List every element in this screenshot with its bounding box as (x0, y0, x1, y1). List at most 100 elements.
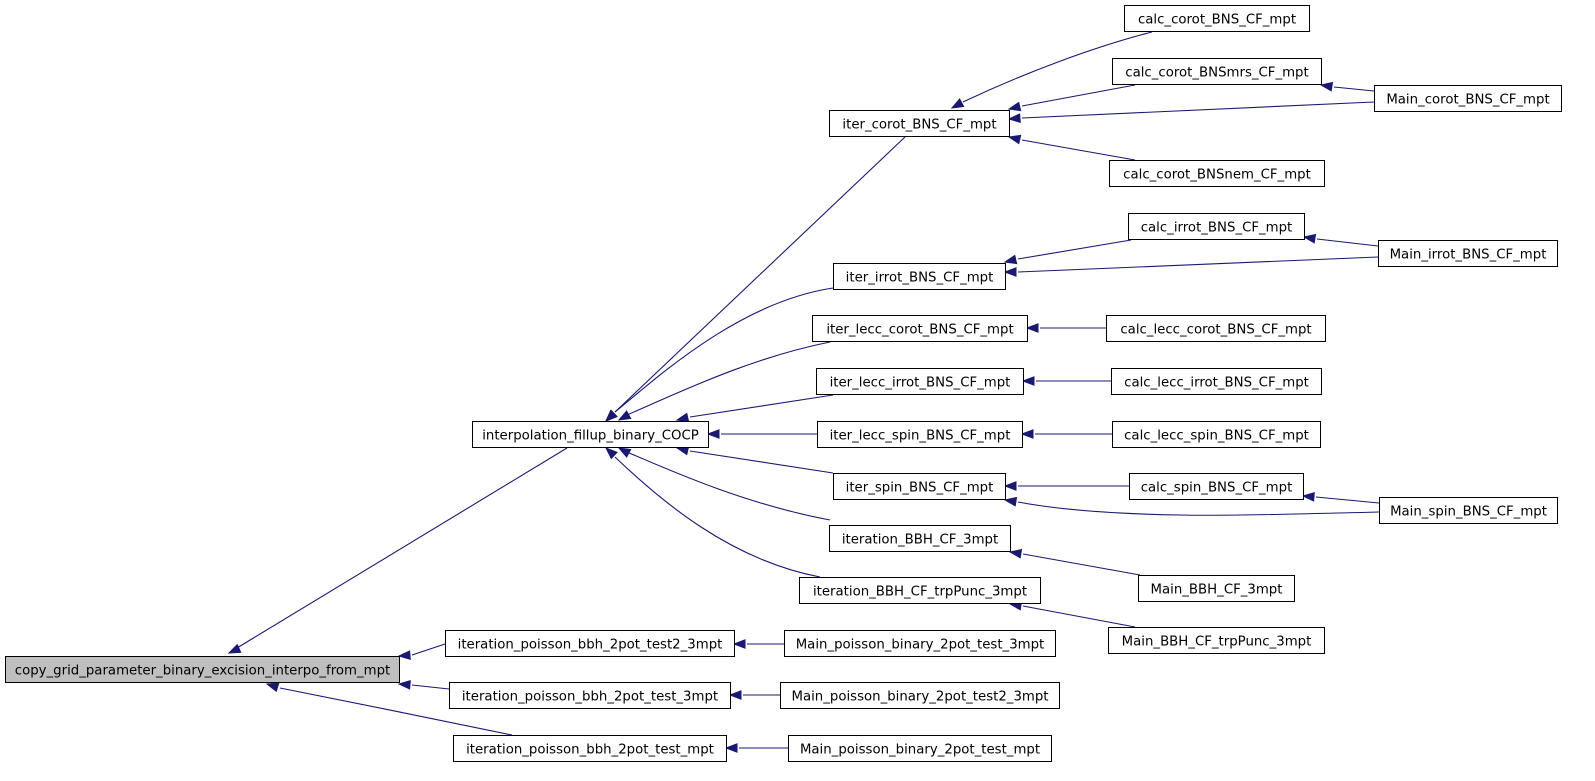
edge-lirrot-to-interp (675, 394, 834, 423)
node-lspin[interactable]: iter_lecc_spin_BNS_CF_mpt (817, 421, 1023, 448)
node-box[interactable] (833, 263, 1006, 290)
edge-mcorot-to-ccmrs (1319, 81, 1375, 92)
node-mpt2[interactable]: Main_poisson_binary_2pot_test_3mpt (784, 630, 1056, 657)
node-box[interactable] (1124, 5, 1310, 32)
edge-line (1333, 86, 1375, 92)
edge-ccorot-to-icorot (950, 31, 1153, 109)
node-mcorot[interactable]: Main_corot_BNS_CF_mpt (1374, 85, 1562, 112)
edge-arrowhead (1008, 548, 1023, 559)
node-box[interactable] (1379, 497, 1558, 524)
node-mbbhtp[interactable]: Main_BBH_CF_trpPunc_3mpt (1108, 627, 1325, 654)
node-interp[interactable]: interpolation_fillup_binary_COCP (472, 421, 709, 448)
node-label: iter_lecc_irrot_BNS_CF_mpt (830, 376, 1011, 391)
node-box[interactable] (1374, 85, 1562, 112)
edge-line (1315, 496, 1380, 504)
edge-arrowhead (604, 447, 618, 460)
node-ibbhtp[interactable]: iteration_BBH_CF_trpPunc_3mpt (799, 577, 1041, 604)
edge-line (1021, 84, 1136, 107)
node-box[interactable] (445, 630, 735, 657)
node-clirrot[interactable]: calc_lecc_irrot_BNS_CF_mpt (1111, 368, 1322, 395)
edge-line (614, 136, 906, 413)
edge-arrowhead (1025, 323, 1039, 333)
node-mspin[interactable]: Main_spin_BNS_CF_mpt (1379, 497, 1558, 524)
node-mptm[interactable]: Main_poisson_binary_2pot_test_mpt (788, 735, 1052, 762)
node-ccmrs[interactable]: calc_corot_BNSmrs_CF_mpt (1112, 58, 1322, 85)
node-box[interactable] (816, 368, 1024, 395)
node-box[interactable] (780, 682, 1060, 709)
node-lirrot[interactable]: iter_lecc_irrot_BNS_CF_mpt (816, 368, 1024, 395)
node-box[interactable] (829, 525, 1011, 552)
node-label: Main_BBH_CF_3mpt (1151, 583, 1283, 598)
node-box[interactable] (1108, 627, 1325, 654)
node-mpt23[interactable]: Main_poisson_binary_2pot_test2_3mpt (780, 682, 1060, 709)
node-iptm[interactable]: iteration_poisson_bbh_2pot_test_mpt (453, 735, 727, 762)
node-box[interactable] (5, 656, 400, 683)
edge-clcorot-to-ilcorot (1025, 323, 1106, 333)
edge-ccnem-to-icorot (1007, 134, 1136, 161)
node-label: iter_irrot_BNS_CF_mpt (846, 271, 994, 286)
node-box[interactable] (1112, 421, 1321, 448)
node-box[interactable] (1378, 240, 1558, 267)
node-box[interactable] (449, 682, 731, 709)
edge-clspin-to-lspin (1020, 429, 1112, 439)
node-iirrot[interactable]: iter_irrot_BNS_CF_mpt (833, 263, 1006, 290)
node-box[interactable] (1106, 315, 1326, 342)
node-label: calc_lecc_irrot_BNS_CF_mpt (1124, 376, 1309, 391)
edge-arrowhead (617, 410, 632, 421)
node-ipt3[interactable]: iteration_poisson_bbh_2pot_test_3mpt (449, 682, 731, 709)
node-box[interactable] (1128, 213, 1305, 240)
node-clspin[interactable]: calc_lecc_spin_BNS_CF_mpt (1112, 421, 1321, 448)
node-cspin[interactable]: calc_spin_BNS_CF_mpt (1129, 473, 1304, 500)
node-label: iter_corot_BNS_CF_mpt (842, 118, 996, 133)
node-box[interactable] (1112, 58, 1322, 85)
node-box[interactable] (833, 473, 1006, 500)
edge-interp-to-root (227, 447, 568, 654)
node-ipt2[interactable]: iteration_poisson_bbh_2pot_test2_3mpt (445, 630, 735, 657)
edge-arrowhead (265, 682, 280, 693)
node-label: Main_poisson_binary_2pot_test_mpt (800, 743, 1040, 758)
node-ilcorot[interactable]: iter_lecc_corot_BNS_CF_mpt (812, 315, 1028, 342)
node-label: calc_lecc_corot_BNS_CF_mpt (1120, 323, 1311, 338)
node-mirrot[interactable]: Main_irrot_BNS_CF_mpt (1378, 240, 1558, 267)
edge-arrowhead (1007, 101, 1022, 112)
node-box[interactable] (817, 421, 1023, 448)
node-label: iteration_poisson_bbh_2pot_test_3mpt (462, 690, 718, 705)
edge-mbbh-to-ibbh (1008, 548, 1141, 576)
node-mbbh[interactable]: Main_BBH_CF_3mpt (1138, 575, 1295, 602)
node-ccorot[interactable]: calc_corot_BNS_CF_mpt (1124, 5, 1310, 32)
node-label: calc_irrot_BNS_CF_mpt (1141, 221, 1293, 236)
edge-arrowhead (1003, 254, 1018, 265)
edge-ipt2-to-root (397, 643, 446, 661)
node-box[interactable] (472, 421, 709, 448)
edge-line (411, 684, 450, 690)
edge-iirrot-to-interp (604, 287, 834, 422)
nodes-layer: copy_grid_parameter_binary_excision_inte… (5, 5, 1562, 762)
node-icorot[interactable]: iter_corot_BNS_CF_mpt (829, 110, 1010, 137)
node-box[interactable] (1111, 368, 1322, 395)
node-root[interactable]: copy_grid_parameter_binary_excision_inte… (5, 656, 400, 683)
edge-arrowhead (1302, 233, 1317, 244)
node-ibbh[interactable]: iteration_BBH_CF_3mpt (829, 525, 1011, 552)
node-box[interactable] (784, 630, 1056, 657)
node-label: iter_lecc_corot_BNS_CF_mpt (826, 323, 1013, 338)
edge-arrowhead (732, 639, 746, 649)
node-box[interactable] (453, 735, 727, 762)
node-clcorot[interactable]: calc_lecc_corot_BNS_CF_mpt (1106, 315, 1326, 342)
node-box[interactable] (1109, 160, 1325, 187)
node-box[interactable] (812, 315, 1028, 342)
edge-arrowhead (950, 98, 965, 109)
node-box[interactable] (788, 735, 1052, 762)
edge-arrowhead (724, 743, 738, 753)
edge-ibbhtp-to-interp (604, 447, 821, 578)
node-box[interactable] (1138, 575, 1295, 602)
edge-mspin-to-ispin (1003, 496, 1380, 516)
node-box[interactable] (829, 110, 1010, 137)
edge-arrowhead (1003, 481, 1017, 491)
node-ispin[interactable]: iter_spin_BNS_CF_mpt (833, 473, 1006, 500)
node-box[interactable] (799, 577, 1041, 604)
node-cirrot[interactable]: calc_irrot_BNS_CF_mpt (1128, 213, 1305, 240)
node-ccnem[interactable]: calc_corot_BNSnem_CF_mpt (1109, 160, 1325, 187)
edge-line (626, 341, 831, 416)
node-box[interactable] (1129, 473, 1304, 500)
